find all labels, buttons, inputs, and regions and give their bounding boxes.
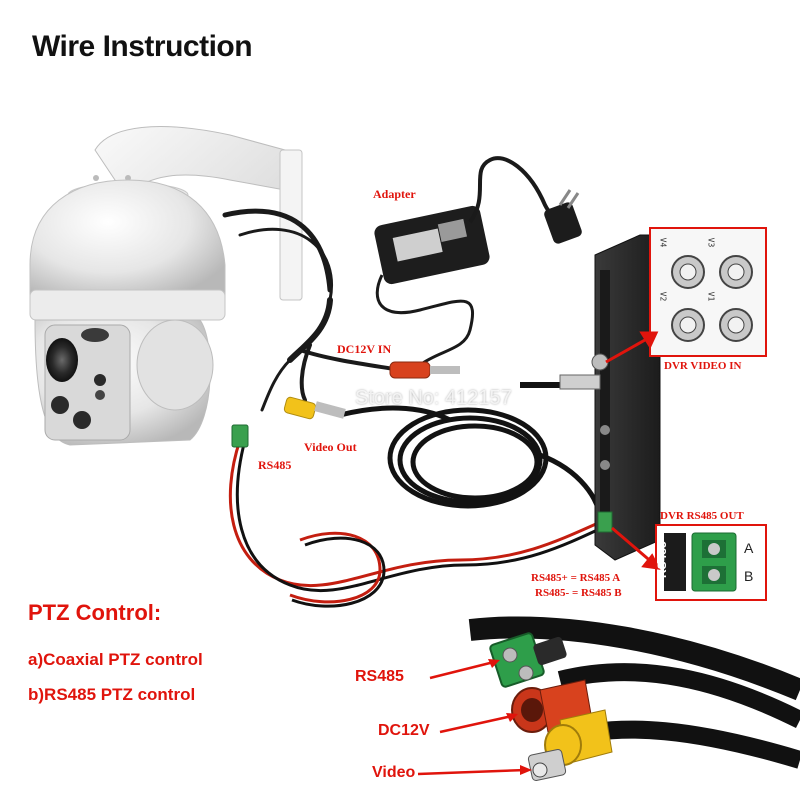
store-watermark: Store No: 412157 bbox=[355, 387, 512, 410]
channel-v4-label: V4 bbox=[658, 238, 667, 248]
rs485-plus-label: RS485+ = RS485 A bbox=[531, 572, 620, 584]
terminal-a-label: A bbox=[744, 540, 753, 556]
page-title: Wire Instruction bbox=[32, 30, 252, 64]
terminal-block-text: RS485 bbox=[655, 541, 669, 578]
dvr-box bbox=[560, 235, 660, 560]
dc12v-in-label: DC12V IN bbox=[337, 342, 391, 357]
terminal-block bbox=[489, 632, 567, 687]
rs485-minus-label: RS485- = RS485 B bbox=[535, 587, 622, 599]
rs485-terminal-small bbox=[232, 425, 248, 447]
adapter-label: Adapter bbox=[373, 187, 416, 202]
rs485-wire-label: RS485 bbox=[258, 458, 291, 473]
dvr-rs485-out-label: DVR RS485 OUT bbox=[660, 510, 744, 522]
dc-plug-red bbox=[390, 362, 430, 378]
channel-v2-label: V2 bbox=[658, 292, 667, 302]
connector-video-label: Video bbox=[372, 764, 415, 782]
camera-cable-bundle bbox=[225, 211, 400, 410]
dvr-video-in-label: DVR VIDEO IN bbox=[664, 360, 741, 372]
channel-v1-label: V1 bbox=[706, 292, 715, 302]
video-out-label: Video Out bbox=[304, 440, 357, 455]
ptz-camera bbox=[30, 180, 225, 445]
connector-dc12v-label: DC12V bbox=[378, 722, 430, 740]
channel-v3-label: V3 bbox=[706, 238, 715, 248]
ptz-option-coaxial: a)Coaxial PTZ control bbox=[28, 650, 203, 670]
dvr-rs485-inset bbox=[656, 525, 766, 600]
terminal-b-label: B bbox=[744, 568, 753, 584]
ptz-option-rs485: b)RS485 PTZ control bbox=[28, 685, 195, 705]
video-rca-yellow bbox=[283, 396, 316, 419]
connector-rs485-label: RS485 bbox=[355, 668, 404, 686]
ptz-control-heading: PTZ Control: bbox=[28, 600, 161, 626]
connector-closeup bbox=[418, 628, 800, 782]
